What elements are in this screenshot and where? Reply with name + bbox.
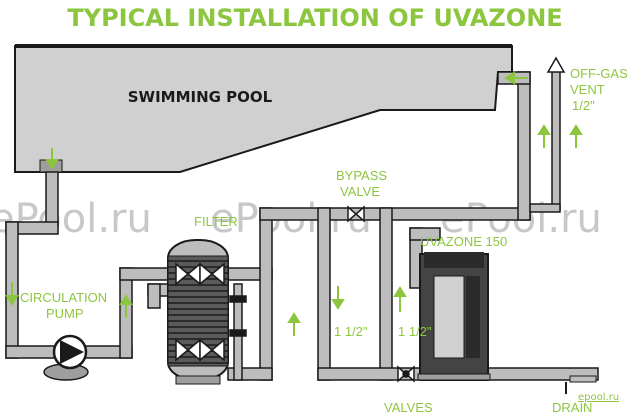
bottom-valves-icon bbox=[397, 365, 415, 383]
arrow-up-icon bbox=[119, 294, 133, 318]
drain-label: DRAIN bbox=[552, 400, 592, 415]
circulation-pump bbox=[43, 334, 89, 381]
arrow-down-icon bbox=[331, 286, 345, 310]
pipe-network bbox=[5, 56, 599, 381]
arrow-up-icon bbox=[287, 312, 301, 336]
filter-label: FILTER bbox=[194, 214, 238, 229]
diagram-title: TYPICAL INSTALLATION OF UVAZONE bbox=[67, 4, 562, 32]
circulation-pump-label-line2: PUMP bbox=[46, 306, 84, 321]
bypass-valve-label-line1: BYPASS bbox=[336, 168, 387, 183]
offgas-vent-size: 1/2" bbox=[572, 98, 595, 113]
swimming-pool: SWIMMING POOL bbox=[14, 44, 513, 173]
uvazone-unit bbox=[417, 252, 491, 381]
uvazone-label: UVAZONE 150 bbox=[420, 234, 507, 249]
offgas-vent-label-line1: OFF-GAS bbox=[570, 66, 628, 81]
circulation-pump-label-line1: CIRCULATION bbox=[20, 290, 107, 305]
flow-arrows bbox=[5, 71, 583, 336]
pipe-size-left: 1 1/2" bbox=[334, 324, 368, 339]
bypass-valve-label-line2: VALVE bbox=[340, 184, 380, 199]
valves-label: VALVES bbox=[384, 400, 433, 415]
arrow-up-icon bbox=[569, 124, 583, 148]
pipe-size-right: 1 1/2" bbox=[398, 324, 432, 339]
arrow-up-icon bbox=[537, 124, 551, 148]
filter-tank bbox=[167, 239, 229, 385]
arrow-down-icon bbox=[45, 148, 59, 170]
offgas-vent-label-line2: VENT bbox=[570, 82, 605, 97]
arrow-left-icon bbox=[504, 71, 528, 85]
filter-valves bbox=[175, 262, 225, 362]
drain-icon bbox=[565, 375, 597, 394]
swimming-pool-label: SWIMMING POOL bbox=[128, 88, 273, 106]
filter-bypass-pipe bbox=[229, 283, 247, 381]
bypass-valve-icon bbox=[347, 205, 365, 223]
arrow-down-icon bbox=[5, 282, 19, 306]
arrow-up-icon bbox=[393, 286, 407, 312]
watermark-small: epool.ru bbox=[578, 392, 619, 403]
watermark-text: ePool.ru bbox=[0, 196, 152, 242]
